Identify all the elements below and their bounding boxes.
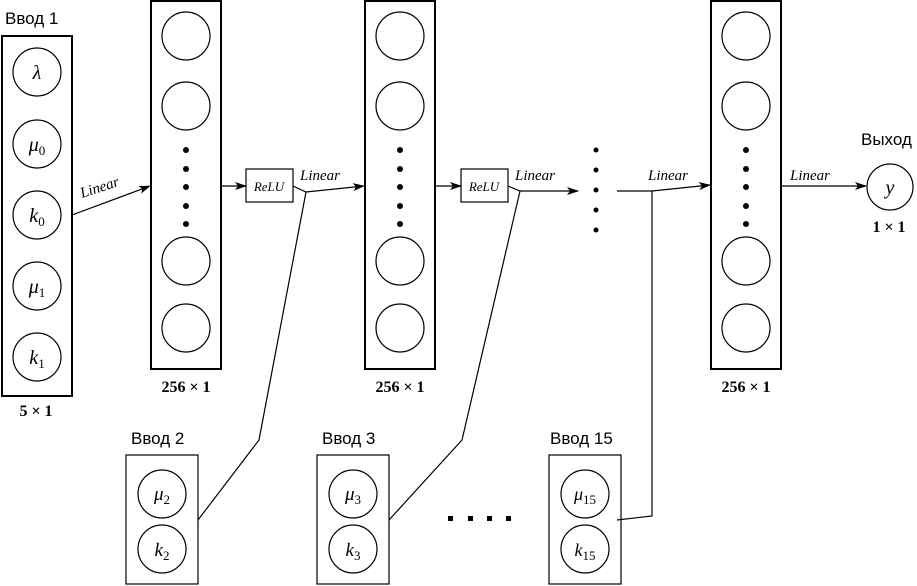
node-label: μ0 bbox=[28, 134, 46, 158]
ellipsis-dot bbox=[743, 203, 749, 209]
input2-title: Ввод 2 bbox=[131, 429, 184, 448]
skip-connection-input2 bbox=[197, 191, 307, 521]
layer-box bbox=[710, 0, 782, 370]
input-node bbox=[328, 469, 378, 519]
input15-title: Ввод 15 bbox=[550, 429, 613, 448]
edge-label-linear: Linear bbox=[77, 174, 121, 202]
neuron bbox=[161, 81, 211, 131]
node-label: k3 bbox=[346, 540, 361, 563]
ellipsis-dot bbox=[743, 166, 749, 172]
relu-box bbox=[245, 168, 294, 203]
neuron bbox=[721, 236, 771, 286]
edge-linear bbox=[507, 185, 579, 195]
ellipsis-dot bbox=[743, 221, 749, 227]
input1-title: Ввод 1 bbox=[5, 9, 58, 28]
neuron bbox=[161, 303, 211, 353]
output-title: Выход bbox=[861, 130, 912, 149]
layer-size: 256 × 1 bbox=[721, 379, 770, 396]
input3-box bbox=[316, 454, 390, 585]
hidden-layer-1: 256 × 1 bbox=[150, 0, 222, 396]
input3-title: Ввод 3 bbox=[322, 429, 375, 448]
input15-box bbox=[548, 454, 622, 585]
neuron bbox=[721, 11, 771, 61]
input1-box bbox=[1, 35, 73, 397]
inputs-ellipsis bbox=[448, 516, 511, 521]
neuron bbox=[161, 236, 211, 286]
hidden-layer-3: 256 × 1 bbox=[710, 0, 782, 396]
neuron bbox=[375, 303, 425, 353]
layer-size: 256 × 1 bbox=[375, 379, 424, 396]
input2-box bbox=[125, 454, 199, 585]
output-block: Выход y 1 × 1 bbox=[861, 130, 914, 236]
input1-node: μ0 bbox=[12, 119, 62, 169]
edge-linear bbox=[71, 185, 151, 216]
relu-label: ReLU bbox=[253, 179, 286, 194]
edge-linear bbox=[617, 182, 711, 192]
relu-label: ReLU bbox=[468, 179, 501, 194]
neuron bbox=[721, 81, 771, 131]
input-node bbox=[137, 469, 187, 519]
layer-box bbox=[150, 0, 222, 370]
ellipsis-dot bbox=[397, 221, 403, 227]
ellipsis-dot bbox=[743, 184, 749, 190]
input1-node: k1 bbox=[12, 332, 62, 382]
ellipsis-dot bbox=[183, 184, 189, 190]
neuron bbox=[161, 11, 211, 61]
layers-ellipsis bbox=[593, 147, 599, 233]
input-node bbox=[137, 524, 187, 574]
layer-size: 256 × 1 bbox=[161, 379, 210, 396]
node-label: λ bbox=[32, 62, 42, 84]
node-label: μ15 bbox=[573, 484, 596, 507]
input1-node: k0 bbox=[12, 190, 62, 240]
ellipsis-dot bbox=[183, 221, 189, 227]
ellipsis-dot bbox=[397, 166, 403, 172]
ellipsis-dot bbox=[397, 203, 403, 209]
input2-block: Ввод 2 μ2 k2 bbox=[125, 429, 199, 585]
input-node bbox=[560, 524, 610, 574]
ellipsis-dot bbox=[397, 147, 403, 153]
hidden-layer-2: 256 × 1 bbox=[364, 0, 436, 396]
relu-box bbox=[460, 168, 509, 203]
edge-label-linear: Linear bbox=[299, 168, 340, 184]
neuron bbox=[375, 11, 425, 61]
neuron bbox=[721, 303, 771, 353]
output-node bbox=[866, 163, 914, 211]
ellipsis-dot bbox=[183, 166, 189, 172]
edge-label-linear: Linear bbox=[647, 168, 688, 184]
node-label: k15 bbox=[575, 540, 596, 563]
edge-label-linear: Linear bbox=[789, 168, 830, 184]
node-label: y bbox=[884, 177, 895, 199]
ellipsis-dot bbox=[183, 203, 189, 209]
node-label: μ2 bbox=[153, 484, 170, 507]
input-node bbox=[560, 469, 610, 519]
node-label: k2 bbox=[155, 540, 170, 563]
node-label: μ1 bbox=[28, 276, 46, 300]
edge-label-linear: Linear bbox=[514, 168, 555, 184]
ellipsis-dot bbox=[743, 147, 749, 153]
ellipsis-dot bbox=[183, 147, 189, 153]
input1-block: Ввод 1 λ μ0 k0 μ1 k1 5 × 1 bbox=[1, 9, 73, 420]
layer-box bbox=[364, 0, 436, 370]
skip-connection-input15 bbox=[616, 191, 653, 521]
node-label: μ3 bbox=[344, 484, 361, 507]
neuron bbox=[375, 236, 425, 286]
input1-size: 5 × 1 bbox=[19, 403, 52, 420]
input-node bbox=[328, 524, 378, 574]
output-size: 1 × 1 bbox=[872, 219, 905, 236]
input15-block: Ввод 15 μ15 k15 bbox=[548, 429, 622, 585]
input1-node: μ1 bbox=[12, 261, 62, 311]
node-label: k1 bbox=[29, 347, 44, 371]
skip-connection-input3 bbox=[388, 190, 521, 521]
input3-block: Ввод 3 μ3 k3 bbox=[316, 429, 390, 585]
neuron bbox=[375, 81, 425, 131]
node-label: k0 bbox=[29, 205, 44, 229]
input1-node: λ bbox=[12, 47, 62, 97]
edge-linear bbox=[292, 183, 365, 193]
ellipsis-dot bbox=[397, 184, 403, 190]
